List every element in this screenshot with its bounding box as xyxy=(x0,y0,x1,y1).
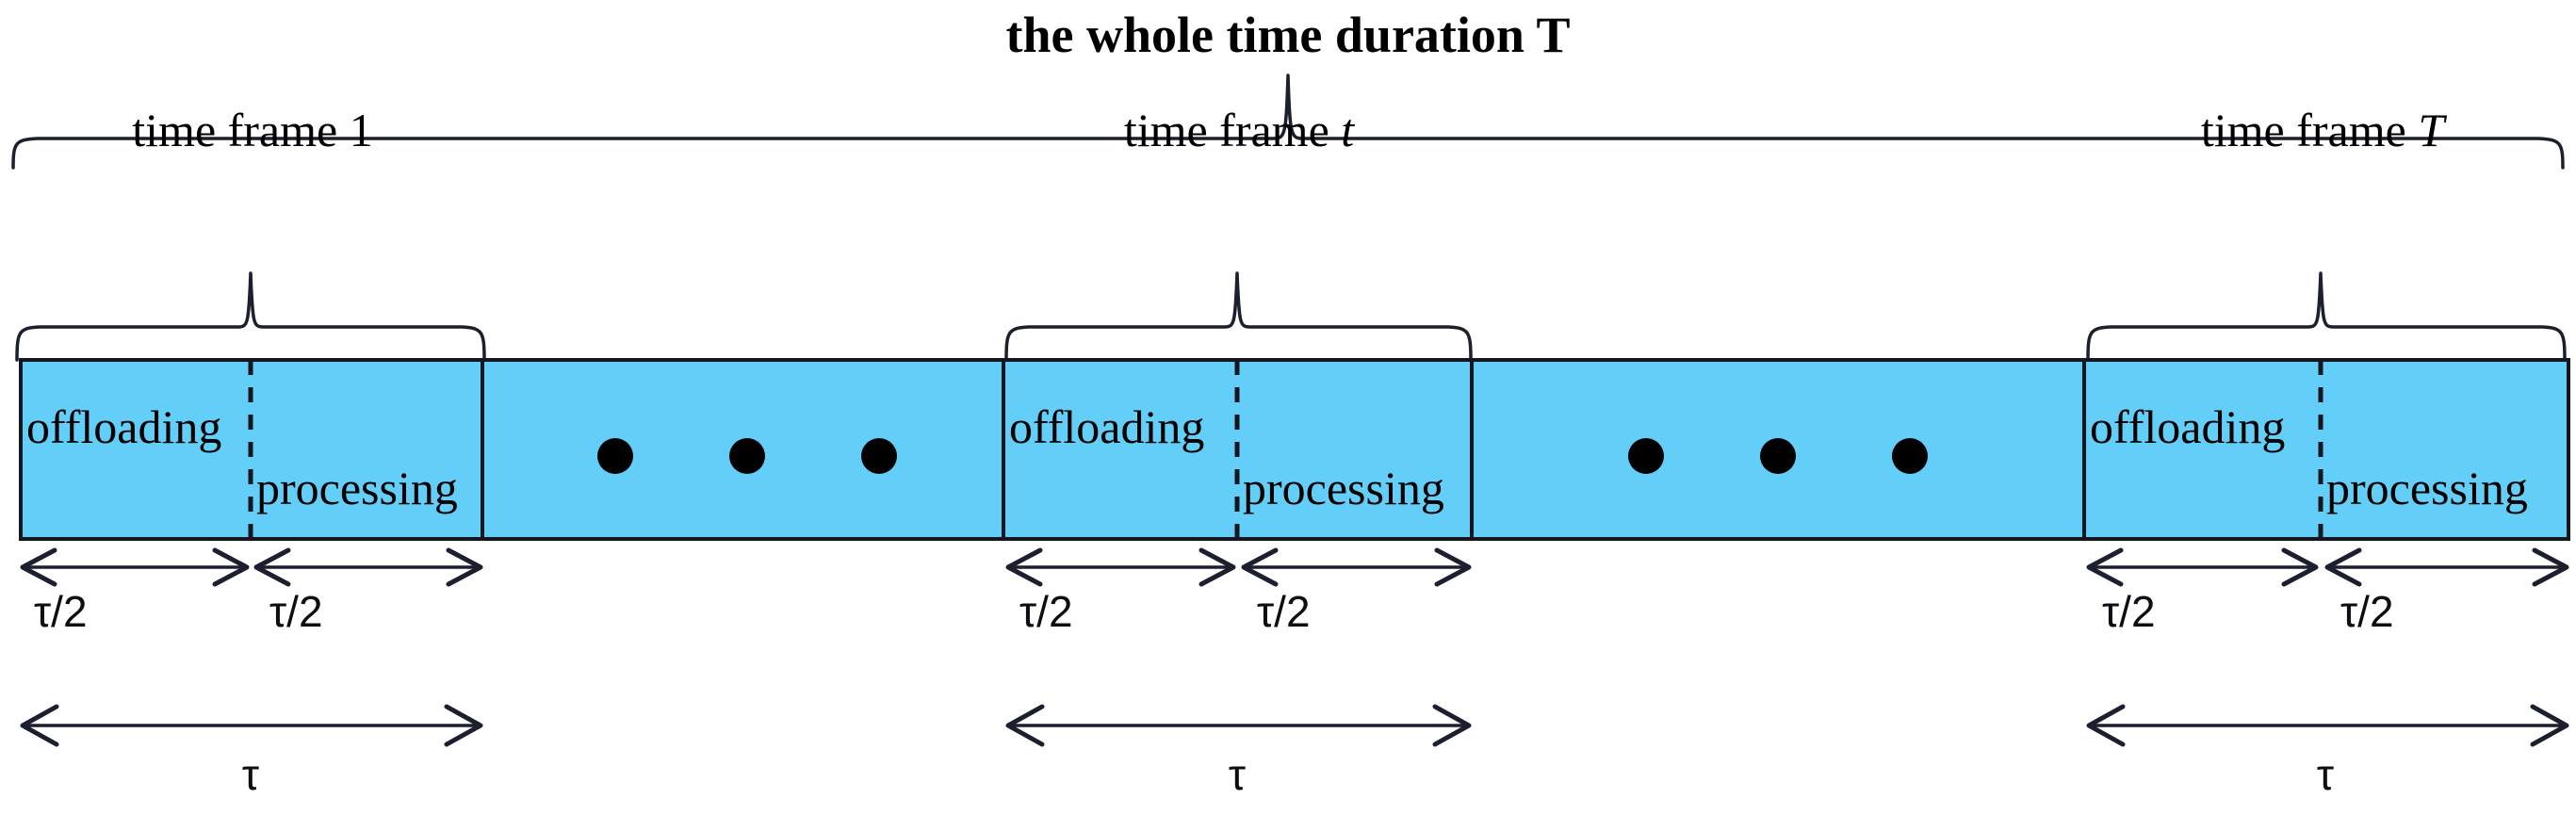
frame-T-processing-label: processing xyxy=(2326,462,2528,514)
frame-t-label: time frame t xyxy=(1124,104,1355,156)
frame-1-label-prefix: time frame xyxy=(132,104,349,156)
frame-T-label-prefix: time frame xyxy=(2201,104,2418,156)
frame-T-full-arrow xyxy=(2086,704,2569,747)
frame-1-half-left-label: τ/2 xyxy=(34,587,88,636)
frame-t-full-label: τ xyxy=(1229,750,1246,799)
frame-t-half-right-arrow xyxy=(1241,547,1472,587)
frame-T-full-label: τ xyxy=(2317,750,2334,799)
frame-T-half-left-arrow xyxy=(2086,547,2319,587)
frame-T-half-left-label: τ/2 xyxy=(2102,587,2156,636)
ellipsis-dot xyxy=(861,438,897,474)
frame-1-full-label: τ xyxy=(242,750,259,799)
frame-T-label-symbol: T xyxy=(2418,104,2447,156)
ellipsis-group-1 xyxy=(597,438,897,474)
frame-t-label-symbol: t xyxy=(1341,104,1355,156)
ellipsis-dot xyxy=(597,438,633,474)
ellipsis-dot xyxy=(1760,438,1796,474)
frame-t-half-left-label: τ/2 xyxy=(1019,587,1073,636)
frame-1-half-right-label: τ/2 xyxy=(269,587,323,636)
frame-t-group: time frame t offloading processing τ/2 τ… xyxy=(1002,104,1474,799)
ellipsis-group-2 xyxy=(1628,438,1928,474)
whole-duration-brace xyxy=(11,73,2565,170)
frame-1-offloading-label: offloading xyxy=(26,400,221,453)
frame-1-group: time frame 1 offloading processing τ/2 xyxy=(15,104,486,799)
diagram-title: the whole time duration T xyxy=(1005,7,1570,63)
frame-1-brace xyxy=(15,271,486,362)
ellipsis-dot xyxy=(729,438,765,474)
frame-1-processing-label: processing xyxy=(256,462,458,514)
frame-1-full-arrow xyxy=(20,704,483,747)
frame-t-label-prefix: time frame xyxy=(1124,104,1341,156)
frame-T-group: time frame T offloading processing τ/2 τ… xyxy=(2082,104,2570,799)
frame-T-label: time frame T xyxy=(2201,104,2447,156)
frame-1-label-symbol: 1 xyxy=(350,104,373,156)
frame-t-full-arrow xyxy=(1005,704,1472,747)
frame-T-brace xyxy=(2086,271,2567,362)
frame-1-half-right-arrow xyxy=(253,547,483,587)
frame-t-brace xyxy=(1004,271,1473,362)
ellipsis-dot xyxy=(1892,438,1928,474)
frame-t-half-right-label: τ/2 xyxy=(1257,587,1311,636)
frame-T-block xyxy=(2082,358,2570,541)
frame-T-offloading-label: offloading xyxy=(2090,400,2285,453)
frame-t-processing-label: processing xyxy=(1243,462,1444,514)
frame-t-half-left-arrow xyxy=(1005,547,1236,587)
frame-1-label: time frame 1 xyxy=(132,104,372,156)
ellipsis-dot xyxy=(1628,438,1664,474)
frame-1-half-left-arrow xyxy=(20,547,250,587)
frame-T-half-right-label: τ/2 xyxy=(2340,587,2394,636)
frame-T-half-right-arrow xyxy=(2324,547,2569,587)
frame-t-offloading-label: offloading xyxy=(1009,400,1204,453)
